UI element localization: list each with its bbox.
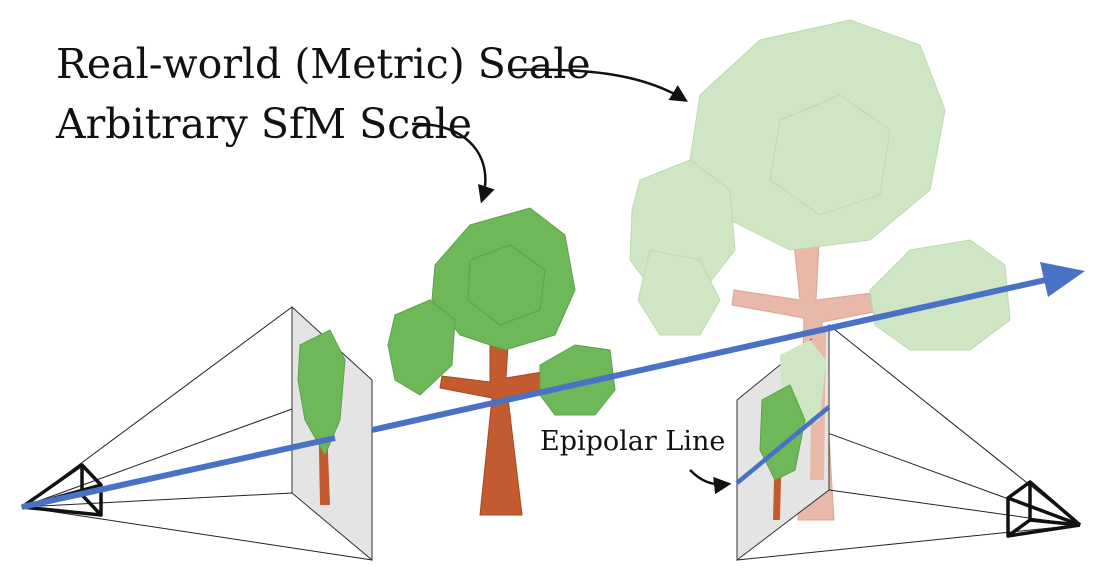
small-tree	[387, 207, 616, 516]
epipolar-line	[735, 405, 831, 485]
large-tree-foliage	[629, 19, 1011, 351]
small-tree-foliage	[387, 207, 616, 416]
epipolar-line-label: Epipolar Line	[540, 426, 726, 457]
large-tree	[629, 19, 1011, 521]
right-camera-icon	[1006, 480, 1082, 538]
ray-arrowhead	[1040, 262, 1085, 297]
epipolar-arrow	[689, 469, 732, 495]
metric-scale-label: Real-world (Metric) Scale	[56, 40, 591, 88]
small-tree-trunk	[439, 344, 557, 516]
sfm-scale-arrow	[411, 122, 495, 204]
left-image-tree	[297, 329, 346, 505]
sfm-scale-label: Arbitrary SfM Scale	[56, 100, 473, 148]
viewing-ray	[21, 262, 1085, 510]
metric-scale-arrow	[509, 68, 688, 102]
